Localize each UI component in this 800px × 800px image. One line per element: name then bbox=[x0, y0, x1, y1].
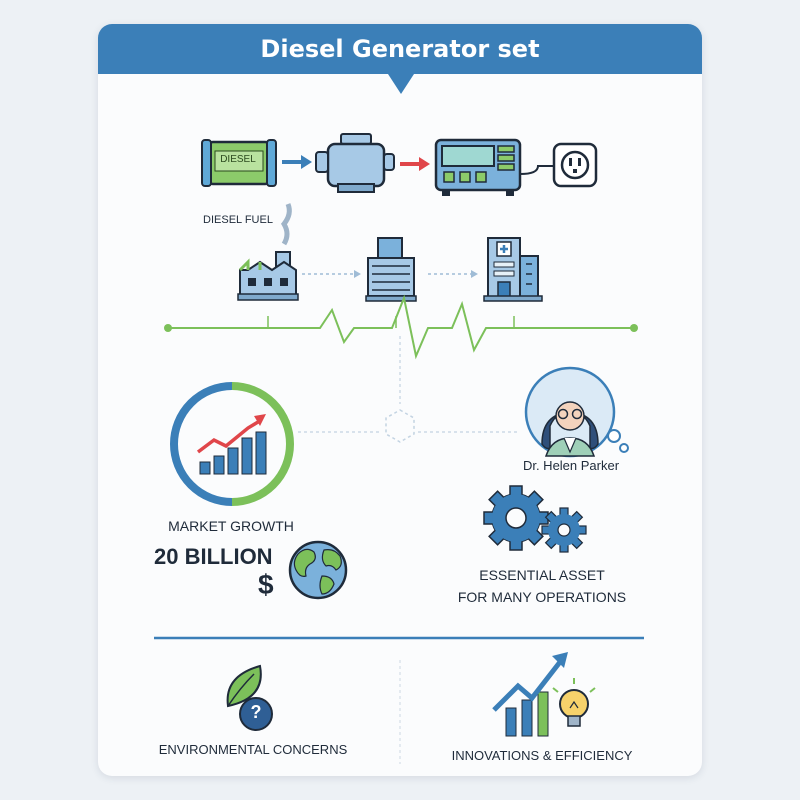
expert-name: Dr. Helen Parker bbox=[522, 458, 620, 473]
hexagon-node bbox=[385, 409, 415, 443]
globe-icon bbox=[288, 540, 348, 600]
infographic-card: Diesel Generator set bbox=[98, 24, 702, 776]
growth-chart-icon bbox=[492, 652, 568, 737]
market-growth-chart-icon bbox=[170, 382, 294, 506]
arrow-right-icon bbox=[471, 270, 478, 278]
diesel-tank-icon bbox=[201, 139, 277, 187]
environmental-concerns-label: ENVIRONMENTAL CONCERNS bbox=[158, 742, 348, 757]
power-outlet-icon bbox=[552, 142, 598, 188]
question-badge-icon bbox=[239, 697, 273, 731]
essential-asset-line-1: ESSENTIAL ASSET bbox=[479, 567, 605, 583]
market-value: 20 BILLION bbox=[154, 544, 273, 569]
arrow-right-icon bbox=[282, 155, 312, 169]
leaf-icon bbox=[226, 664, 262, 708]
diesel-fuel-label: DIESEL FUEL bbox=[203, 214, 273, 226]
banner-pointer bbox=[388, 74, 414, 94]
hospital-icon bbox=[483, 237, 543, 302]
factory-icon bbox=[237, 203, 299, 301]
pulse-line bbox=[164, 294, 638, 360]
generator-icon bbox=[434, 138, 522, 196]
essential-asset-label: ESSENTIAL ASSET FOR MANY OPERATIONS bbox=[434, 564, 650, 608]
currency-symbol: $ bbox=[258, 569, 274, 600]
arrow-right-icon bbox=[354, 270, 361, 278]
page-title: Diesel Generator set bbox=[260, 35, 540, 63]
market-growth-label: MARKET GROWTH bbox=[168, 518, 294, 534]
essential-asset-line-2: FOR MANY OPERATIONS bbox=[457, 589, 627, 605]
arrow-right-icon bbox=[400, 157, 430, 171]
diagram-art bbox=[154, 133, 644, 764]
engine-icon bbox=[315, 133, 395, 193]
tank-label: DIESEL bbox=[220, 154, 256, 165]
avatar bbox=[524, 366, 629, 458]
lightbulb-icon bbox=[552, 678, 596, 727]
question-mark: ? bbox=[250, 702, 262, 722]
title-banner: Diesel Generator set bbox=[98, 24, 702, 74]
gears-icon bbox=[483, 485, 587, 553]
innovations-efficiency-label: INNOVATIONS & EFFICIENCY bbox=[451, 748, 633, 763]
office-building-icon bbox=[365, 237, 417, 302]
power-cable bbox=[519, 165, 556, 175]
